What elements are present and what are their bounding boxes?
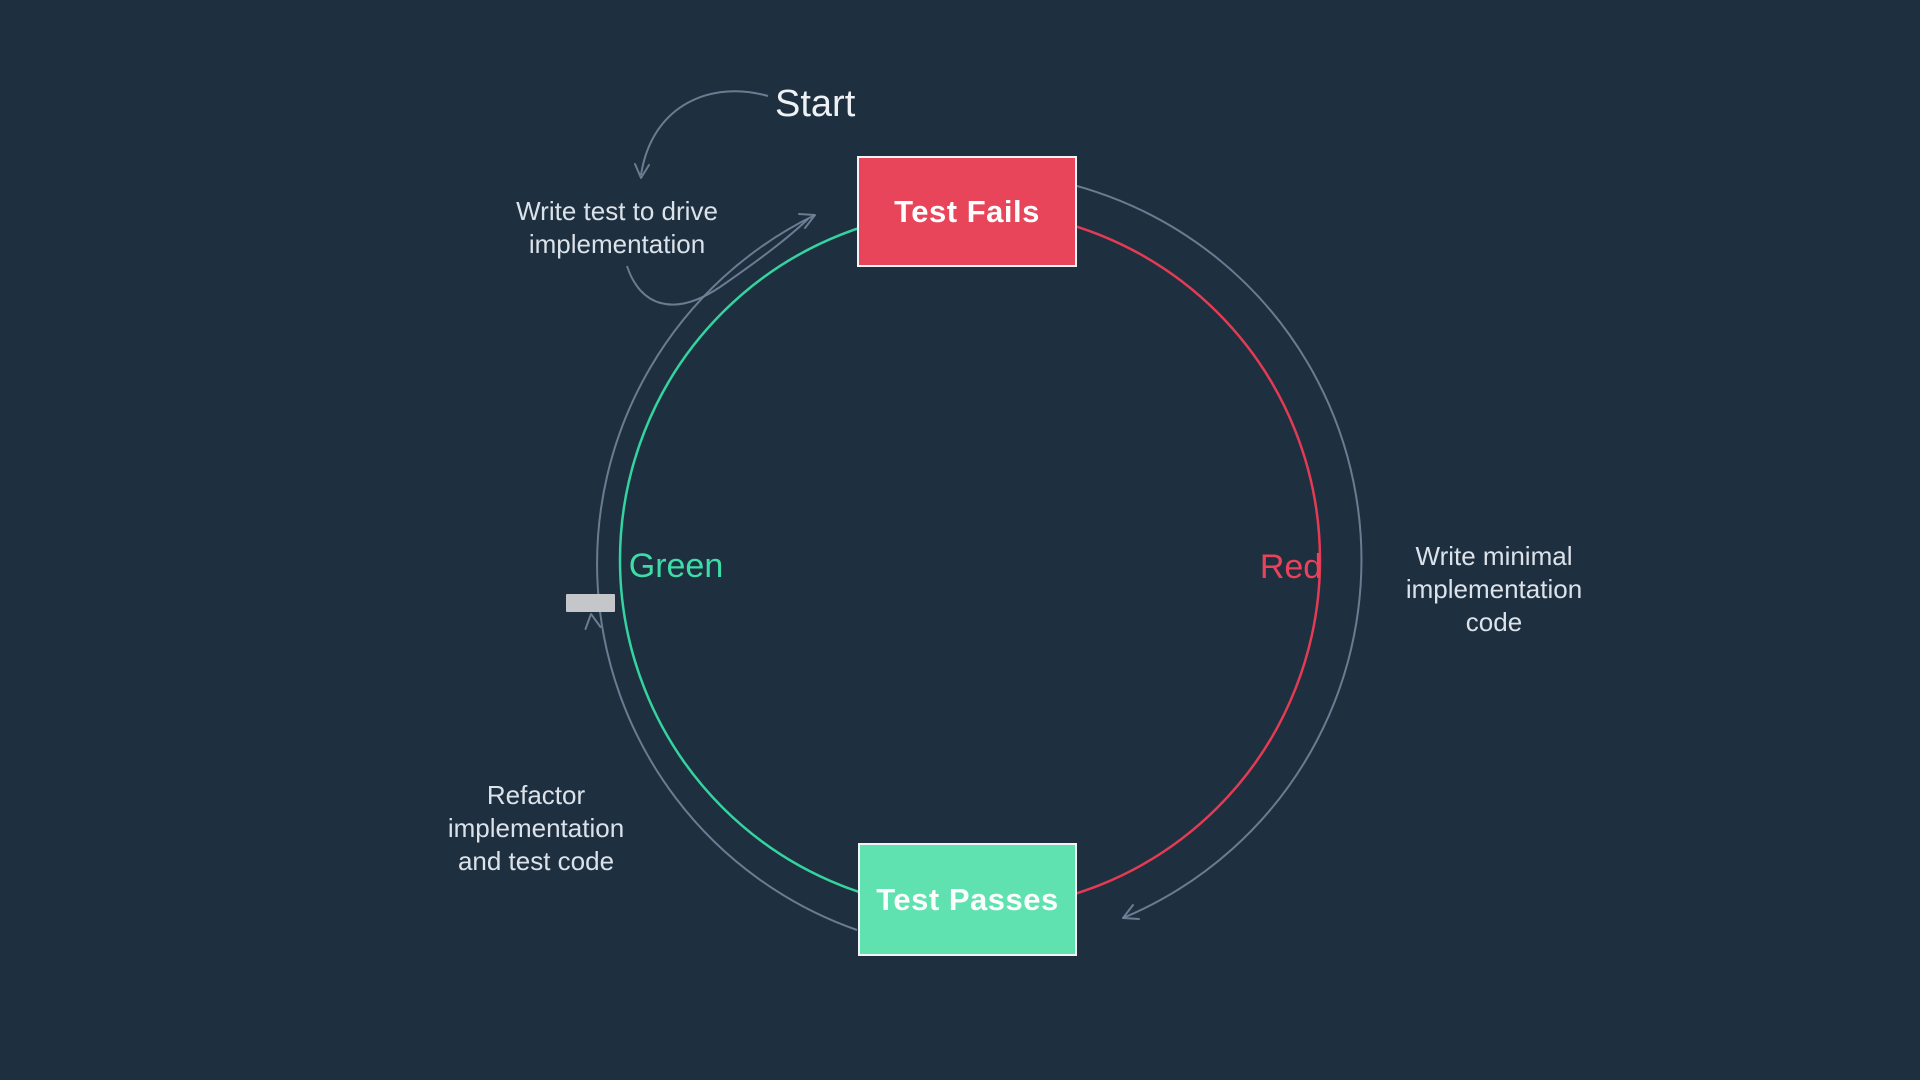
node-test-passes-label: Test Passes <box>876 881 1059 917</box>
write-test-connector-arrow <box>626 218 809 306</box>
annotation-line: implementation <box>1405 574 1583 604</box>
annotation-refactor: Refactor implementation and test code <box>386 779 686 878</box>
outer-flow-arc-left <box>596 214 858 931</box>
arrow-head-top-left-icon <box>798 213 816 229</box>
red-phase-arc <box>969 208 1322 912</box>
arrow-head-left-icon <box>584 613 602 630</box>
node-test-fails-label: Test Fails <box>894 193 1040 229</box>
green-phase-arc <box>618 208 971 912</box>
start-arrow-head-icon <box>634 163 650 179</box>
node-test-passes: Test Passes <box>858 843 1077 956</box>
annotation-line: Write test to drive <box>516 196 718 226</box>
start-label: Start <box>775 83 856 125</box>
outer-flow-arc-right <box>969 170 1363 919</box>
annotation-line: Refactor <box>486 780 586 810</box>
arrow-head-bottom-right-icon <box>1122 904 1140 920</box>
annotation-write-test: Write test to drive implementation <box>467 195 767 261</box>
annotation-line: and test code <box>457 846 615 876</box>
start-arrow <box>640 90 769 176</box>
gray-marker <box>566 594 615 612</box>
node-test-fails: Test Fails <box>857 156 1077 267</box>
annotation-line: implementation <box>447 813 625 843</box>
annotation-line: implementation <box>528 229 706 259</box>
phase-label-red: Red <box>1259 548 1323 586</box>
annotation-line: Write minimal <box>1415 541 1573 571</box>
annotation-write-minimal: Write minimal implementation code <box>1344 540 1644 639</box>
annotation-line: code <box>1465 607 1523 637</box>
phase-label-green: Green <box>628 547 724 585</box>
